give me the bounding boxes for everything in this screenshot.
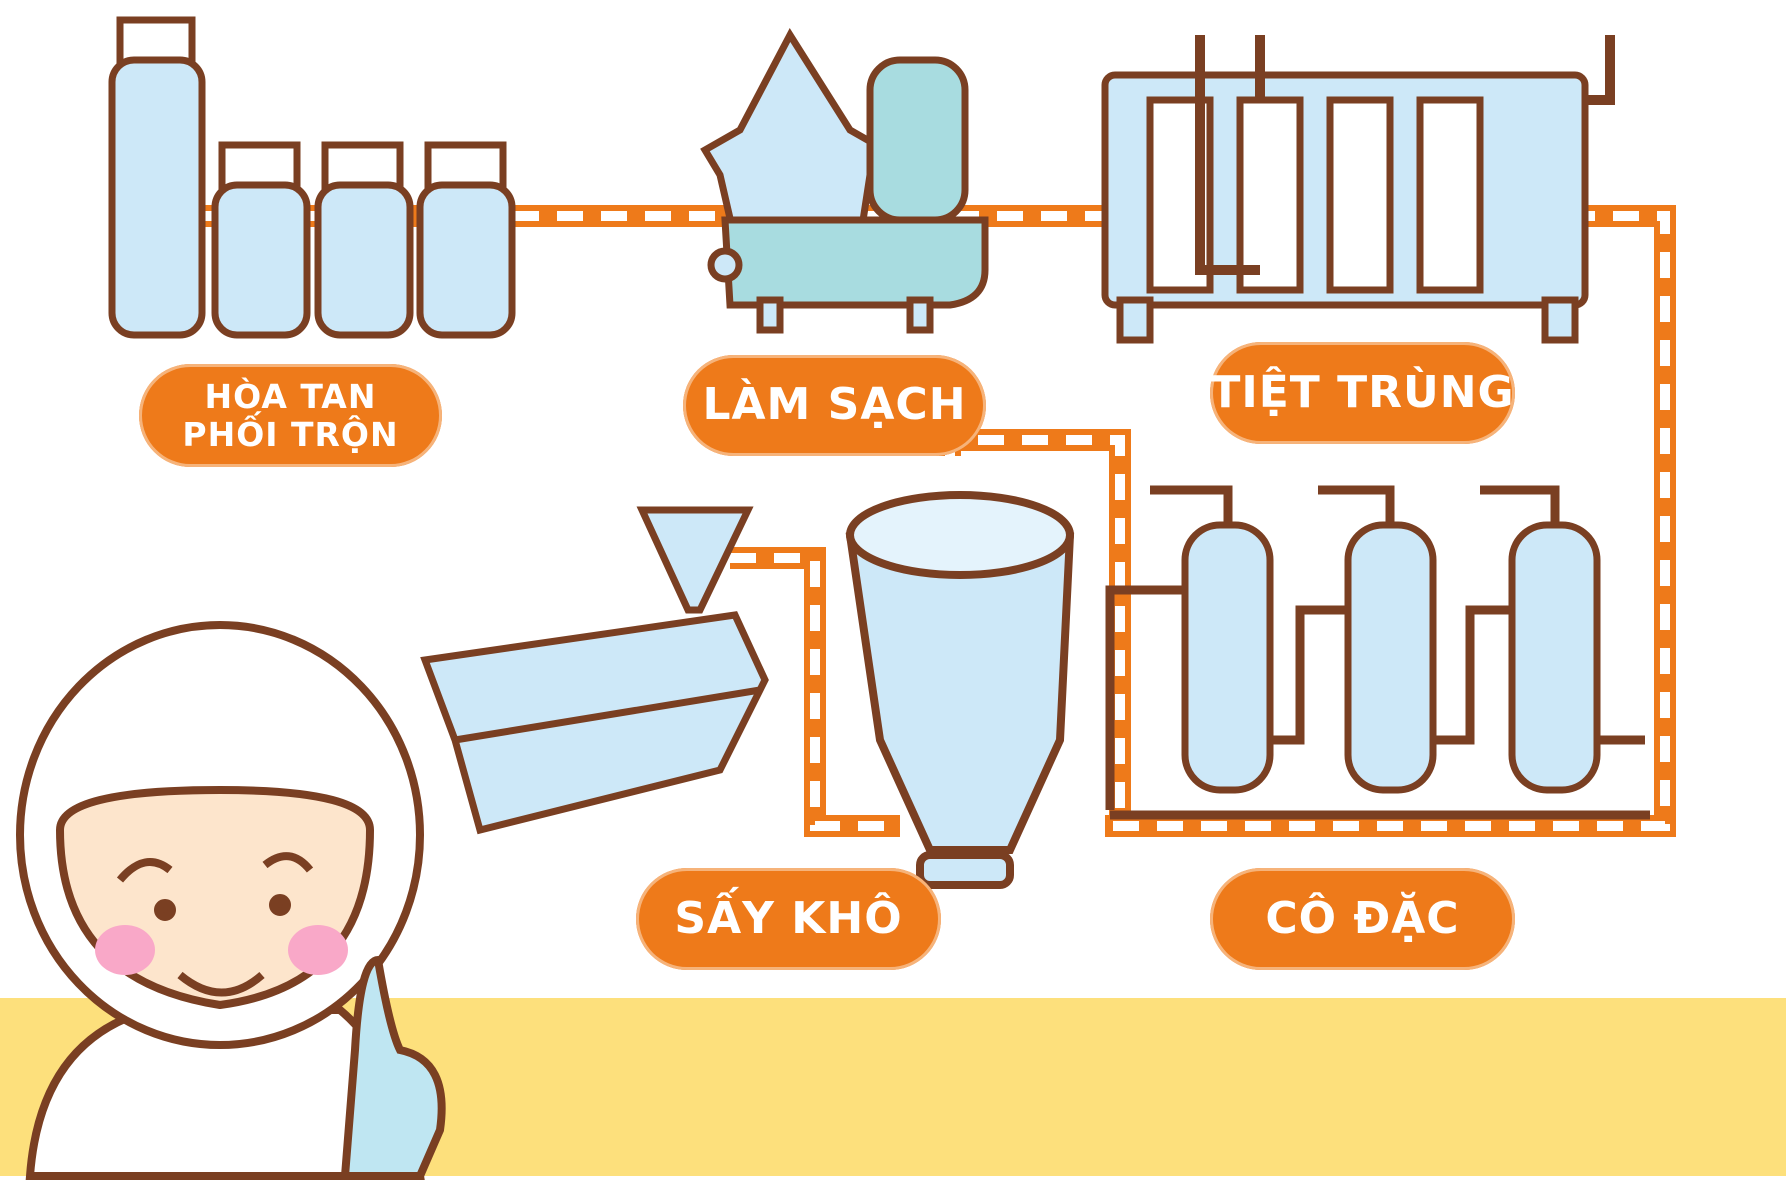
step-label-mixing-line2: PHỐI TRỘN [182,414,399,454]
evaporators-icon [1105,485,1650,820]
worker-character-illustration [16,621,446,1180]
filling-machine-icon [420,506,769,835]
pasteurizer-icon [1101,35,1615,344]
step-label-mixing-line1: HÒA TAN [204,376,377,416]
mixing-tanks-icon [108,16,516,339]
step-label-drying: SẤY KHÔ [636,868,941,970]
step-label-concentrating: CÔ ĐẶC [1210,868,1515,970]
step-label-sterilizing: TIỆT TRÙNG [1210,342,1515,444]
spray-dryer-icon [845,491,1075,889]
centrifuge-icon [700,28,989,334]
step-label-mixing: HÒA TAN PHỐI TRỘN [139,364,442,467]
step-label-cleaning: LÀM SẠCH [683,355,986,456]
